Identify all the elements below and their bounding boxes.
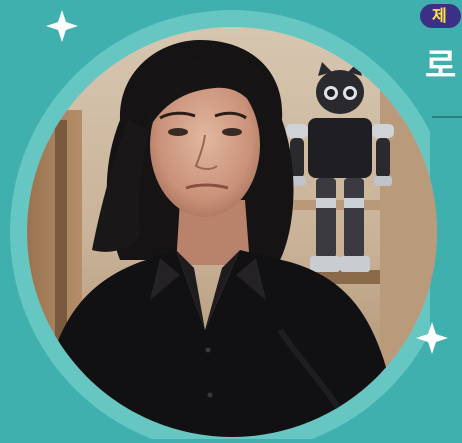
sparkle-icon: [46, 10, 78, 42]
title-text: 로: [425, 46, 457, 86]
sparkle-icon: [416, 322, 448, 354]
header-badge: 제: [420, 4, 461, 28]
divider: [432, 116, 462, 118]
